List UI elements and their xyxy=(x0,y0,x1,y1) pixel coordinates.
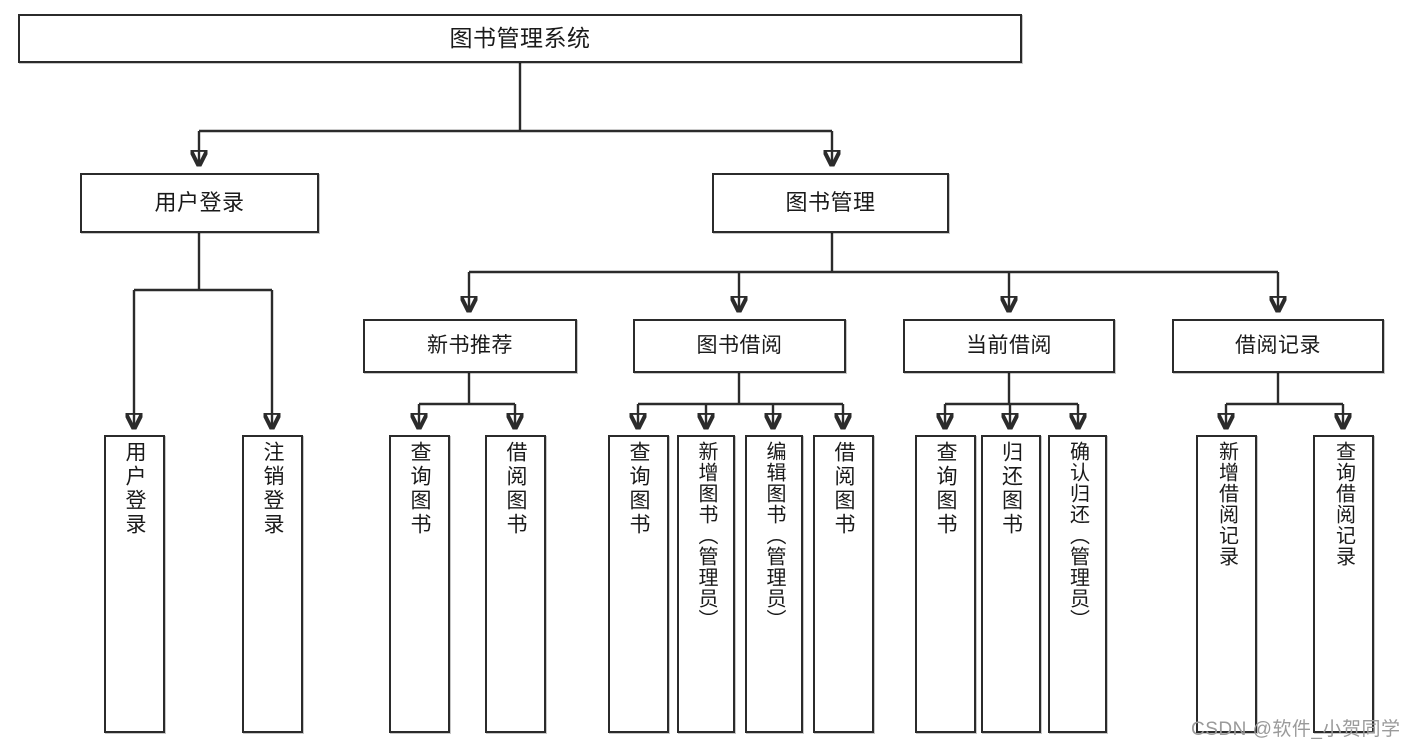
node-label: 查询借阅记录 xyxy=(1332,441,1355,567)
leaf-return-books[interactable]: 归还图书 xyxy=(981,435,1041,733)
leaf-edit-book-admin[interactable]: 编辑图书（管理员） xyxy=(745,435,803,733)
leaf-borrow-books-recommend[interactable]: 借阅图书 xyxy=(485,435,546,733)
node-book-management[interactable]: 图书管理 xyxy=(712,173,949,233)
node-borrowing-records[interactable]: 借阅记录 xyxy=(1172,319,1384,373)
leaf-add-borrow-record[interactable]: 新增借阅记录 xyxy=(1196,435,1257,733)
node-label: 图书管理系统 xyxy=(449,25,591,52)
node-label: 当前借阅 xyxy=(966,333,1052,357)
leaf-confirm-return-admin[interactable]: 确认归还（管理员） xyxy=(1048,435,1107,733)
leaf-logout[interactable]: 注销登录 xyxy=(242,435,303,733)
node-label: 新书推荐 xyxy=(427,333,513,357)
watermark-text: CSDN @软件_小贺同学 xyxy=(1191,719,1401,740)
node-label: 查询图书 xyxy=(934,441,957,537)
node-label: 查询图书 xyxy=(408,441,431,537)
leaf-query-borrow-record[interactable]: 查询借阅记录 xyxy=(1313,435,1374,733)
node-label: 借阅记录 xyxy=(1235,333,1321,357)
node-current-borrowing[interactable]: 当前借阅 xyxy=(903,319,1115,373)
node-label: 注销登录 xyxy=(261,441,284,537)
node-label: 新增借阅记录 xyxy=(1215,441,1238,567)
leaf-query-books-current[interactable]: 查询图书 xyxy=(915,435,976,733)
node-label: 借阅图书 xyxy=(832,441,855,537)
node-root-book-management-system[interactable]: 图书管理系统 xyxy=(18,14,1022,63)
node-label: 编辑图书（管理员） xyxy=(763,441,785,630)
node-label: 新增图书（管理员） xyxy=(695,441,717,630)
leaf-user-login[interactable]: 用户登录 xyxy=(104,435,165,733)
node-label: 归还图书 xyxy=(999,441,1023,537)
node-label: 图书管理 xyxy=(785,190,876,216)
leaf-query-books-recommend[interactable]: 查询图书 xyxy=(389,435,450,733)
leaf-borrow-books-borrow[interactable]: 借阅图书 xyxy=(813,435,874,733)
node-label: 用户登录 xyxy=(154,190,245,216)
leaf-query-books-borrow[interactable]: 查询图书 xyxy=(608,435,669,733)
node-label: 用户登录 xyxy=(123,441,146,537)
node-label: 借阅图书 xyxy=(504,441,527,537)
node-new-book-recommendation[interactable]: 新书推荐 xyxy=(363,319,577,373)
node-label: 确认归还（管理员） xyxy=(1066,441,1089,630)
node-label: 查询图书 xyxy=(627,441,650,537)
node-user-login[interactable]: 用户登录 xyxy=(80,173,319,233)
leaf-add-book-admin[interactable]: 新增图书（管理员） xyxy=(677,435,735,733)
node-label: 图书借阅 xyxy=(696,333,783,357)
node-book-borrowing[interactable]: 图书借阅 xyxy=(633,319,846,373)
